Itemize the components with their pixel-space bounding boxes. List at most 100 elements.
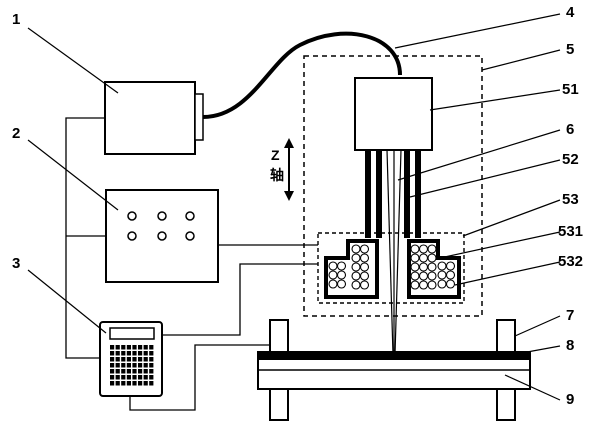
keypad-key <box>110 345 115 350</box>
nozzle-assembly-dashed <box>317 232 465 304</box>
label-8: 8 <box>566 337 574 354</box>
label-531: 531 <box>558 223 583 240</box>
powder-particle <box>359 271 370 281</box>
keypad-key <box>126 345 131 350</box>
keypad-key <box>126 375 131 380</box>
keypad-key <box>121 375 126 380</box>
powder-particle <box>336 270 347 280</box>
powder-particles <box>328 244 456 290</box>
keypad-key <box>121 357 126 362</box>
powder-particle <box>328 270 338 280</box>
keypad-key <box>126 363 131 368</box>
keypad-key <box>143 345 148 350</box>
keypad-key <box>138 345 143 350</box>
laser-beam <box>386 149 402 356</box>
wiring <box>65 117 318 411</box>
keypad-key <box>138 375 143 380</box>
powder-particle <box>410 262 420 272</box>
controller-terminal <box>99 321 163 397</box>
label-7: 7 <box>566 307 574 324</box>
keypad-key <box>149 345 154 350</box>
label-1: 1 <box>12 11 20 28</box>
keypad-key <box>143 375 148 380</box>
powder-particle <box>336 279 347 289</box>
z-axis-label: Z <box>271 147 280 163</box>
keypad-key <box>138 363 143 368</box>
label-6: 6 <box>566 121 574 138</box>
keypad-key <box>110 369 115 374</box>
keypad-key <box>143 357 148 362</box>
keypad-key <box>132 351 137 356</box>
keypad-key <box>132 345 137 350</box>
control-panel <box>105 189 219 283</box>
keypad-key <box>149 363 154 368</box>
keypad-key <box>110 363 115 368</box>
label-3: 3 <box>12 255 20 272</box>
keypad-key <box>121 363 126 368</box>
keypad-key <box>115 369 120 374</box>
label-532: 532 <box>558 253 583 270</box>
keypad-key <box>110 357 115 362</box>
powder-particle <box>351 271 361 281</box>
keypad-key <box>126 351 131 356</box>
keypad-key <box>115 351 120 356</box>
keypad-key <box>121 369 126 374</box>
powder-particle <box>427 271 437 281</box>
powder-particle <box>336 261 347 271</box>
keypad-key <box>115 363 120 368</box>
keypad-key <box>115 375 120 380</box>
keypad-key <box>110 381 115 386</box>
powder-particle <box>351 262 361 272</box>
powder-particle <box>359 253 370 263</box>
powder-particle <box>328 261 338 271</box>
optical-fiber-cable <box>202 31 402 119</box>
powder-particle <box>351 280 361 290</box>
keypad-key <box>126 369 131 374</box>
keypad-key <box>143 381 148 386</box>
label-2: 2 <box>12 125 20 142</box>
laser-head <box>354 77 433 151</box>
label-52: 52 <box>562 151 579 168</box>
keypad-key <box>132 381 137 386</box>
keypad-key <box>149 351 154 356</box>
powder-particle <box>410 253 420 263</box>
leader-lines <box>27 13 561 401</box>
powder-particle <box>410 271 420 281</box>
powder-particle <box>359 280 370 290</box>
powder-particle <box>359 244 370 254</box>
keypad-key <box>115 345 120 350</box>
powder-particle <box>437 279 447 289</box>
powder-particle <box>418 280 429 290</box>
keypad-key <box>149 381 154 386</box>
label-51: 51 <box>562 81 579 98</box>
keypad-key <box>138 351 143 356</box>
powder-particle <box>427 280 437 290</box>
keypad-key <box>149 357 154 362</box>
keypad-key <box>143 351 148 356</box>
powder-particle <box>427 244 437 254</box>
keypad-key <box>115 381 120 386</box>
label-5: 5 <box>566 41 574 58</box>
keypad-key <box>121 381 126 386</box>
powder-particle <box>418 244 429 254</box>
keypad-key <box>132 363 137 368</box>
keypad-key <box>143 363 148 368</box>
keypad-key <box>138 381 143 386</box>
keypad-key <box>126 357 131 362</box>
powder-particle <box>410 244 420 254</box>
keypad-key <box>132 375 137 380</box>
powder-particle <box>445 279 456 289</box>
powder-particle <box>418 262 429 272</box>
keypad-key <box>121 345 126 350</box>
keypad-key <box>110 351 115 356</box>
keypad-grid <box>110 345 154 386</box>
workpiece-stage <box>257 319 531 421</box>
keypad-key <box>115 357 120 362</box>
keypad-key <box>138 357 143 362</box>
powder-particle <box>328 279 338 289</box>
support-rods <box>365 150 421 238</box>
z-axis-carriage-dashed <box>303 55 483 317</box>
powder-particle <box>427 262 437 272</box>
